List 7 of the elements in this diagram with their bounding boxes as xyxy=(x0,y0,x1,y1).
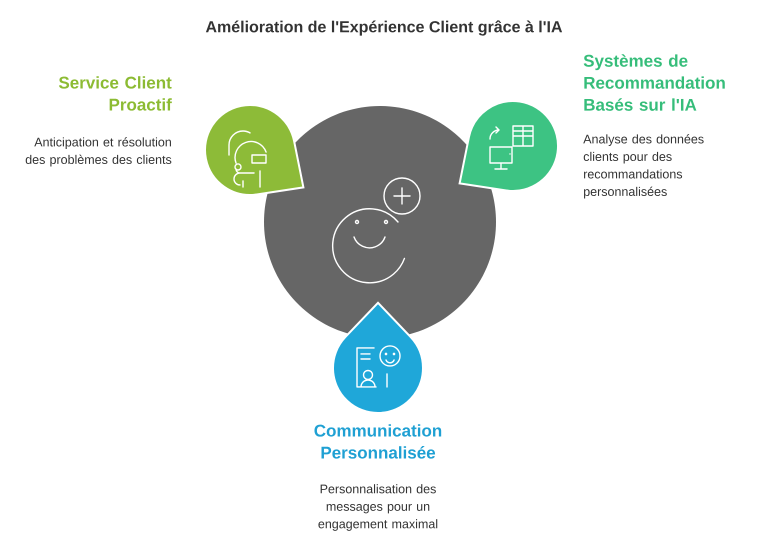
heading: Communication Personnalisée xyxy=(314,424,442,459)
heading: Systèmes de Recommandation Basés sur l'IA xyxy=(584,54,725,111)
description: Anticipation et résolution des problèmes des clients xyxy=(26,137,172,166)
description: Personnalisation des messages pour un engagement maximal xyxy=(318,484,438,531)
description: Analyse des données clients pour des recommandations personnalisées xyxy=(583,134,704,198)
heading: Service Client Proactif xyxy=(58,76,172,111)
title: Amélioration de l'Expérience Client grâce à l'IA xyxy=(206,20,562,36)
